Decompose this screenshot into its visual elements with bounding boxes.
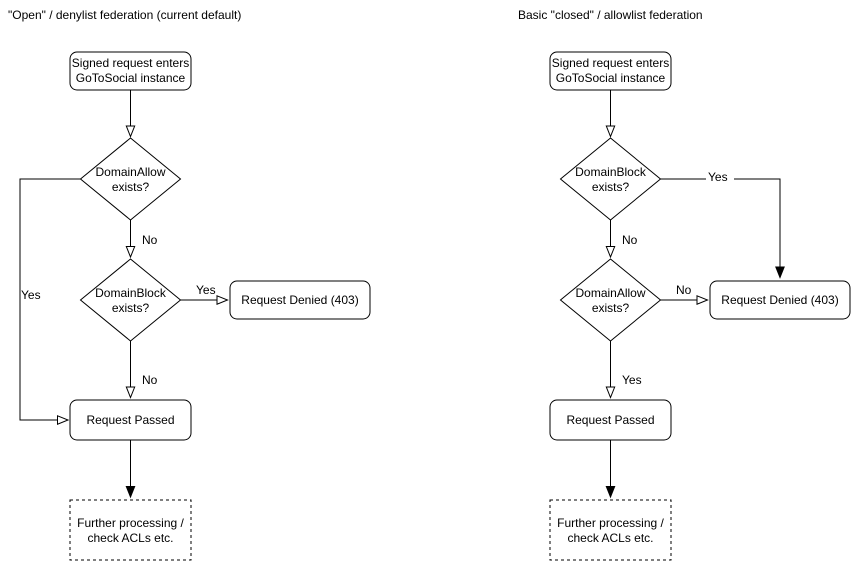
left-edge-decision1-yes [19,178,81,425]
left-chart: "Open" / denylist federation (current de… [8,8,371,561]
left-passed-node-label: Request Passed [86,413,174,427]
right-denied-node [709,280,851,320]
left-decision2-label-line2: exists? [112,301,150,315]
left-decision2-no-label: No [142,373,158,387]
left-decision2-yes-label: Yes [196,283,216,297]
left-decision2-label-line1: DomainBlock [95,286,167,300]
right-decision2-label-line2: exists? [592,301,630,315]
right-decision2-yes-label: Yes [622,373,642,387]
left-start-node-label-line1: Signed request enters [72,56,189,70]
left-start-node-label-line2: GoToSocial instance [76,71,186,85]
right-further-node-label-line1: Further processing / [557,516,664,530]
right-decision1-label-line1: DomainBlock [575,165,647,179]
right-chart-title: Basic "closed" / allowlist federation [518,8,703,22]
right-decision1-no-label: No [622,233,638,247]
left-decision1-yes-label: Yes [21,288,41,302]
left-denied-node-label: Request Denied (403) [241,293,358,307]
left-decision1-node [79,137,182,221]
right-decision1-yes-label: Yes [708,170,728,184]
right-decision2-no-label: No [676,283,692,297]
right-decision2-label-line1: DomainAllow [575,286,645,300]
right-start-node-label-line1: Signed request enters [552,56,669,70]
left-further-node [69,499,192,561]
left-decision1-label-line2: exists? [112,180,150,194]
right-passed-node-label: Request Passed [566,413,654,427]
right-start-node-label-line2: GoToSocial instance [556,71,666,85]
left-chart-title: "Open" / denylist federation (current de… [8,8,241,22]
right-decision1-label-line2: exists? [592,180,630,194]
right-decision2-node [559,258,662,342]
left-further-node-label-line1: Further processing / [77,516,184,530]
right-further-node-label-line2: check ACLs etc. [567,531,653,545]
left-decision2-node [79,258,182,342]
right-denied-node-label: Request Denied (403) [721,293,838,307]
right-decision1-yes-label-bg [706,169,734,182]
left-denied-node [229,280,371,320]
right-decision1-node [559,137,662,221]
left-decision1-label-line1: DomainAllow [95,165,165,179]
right-edge-decision1-yes [660,178,785,279]
right-further-node [549,499,672,561]
right-chart: Basic "closed" / allowlist federation Si… [518,8,851,561]
left-further-node-label-line2: check ACLs etc. [87,531,173,545]
left-decision1-no-label: No [142,233,158,247]
